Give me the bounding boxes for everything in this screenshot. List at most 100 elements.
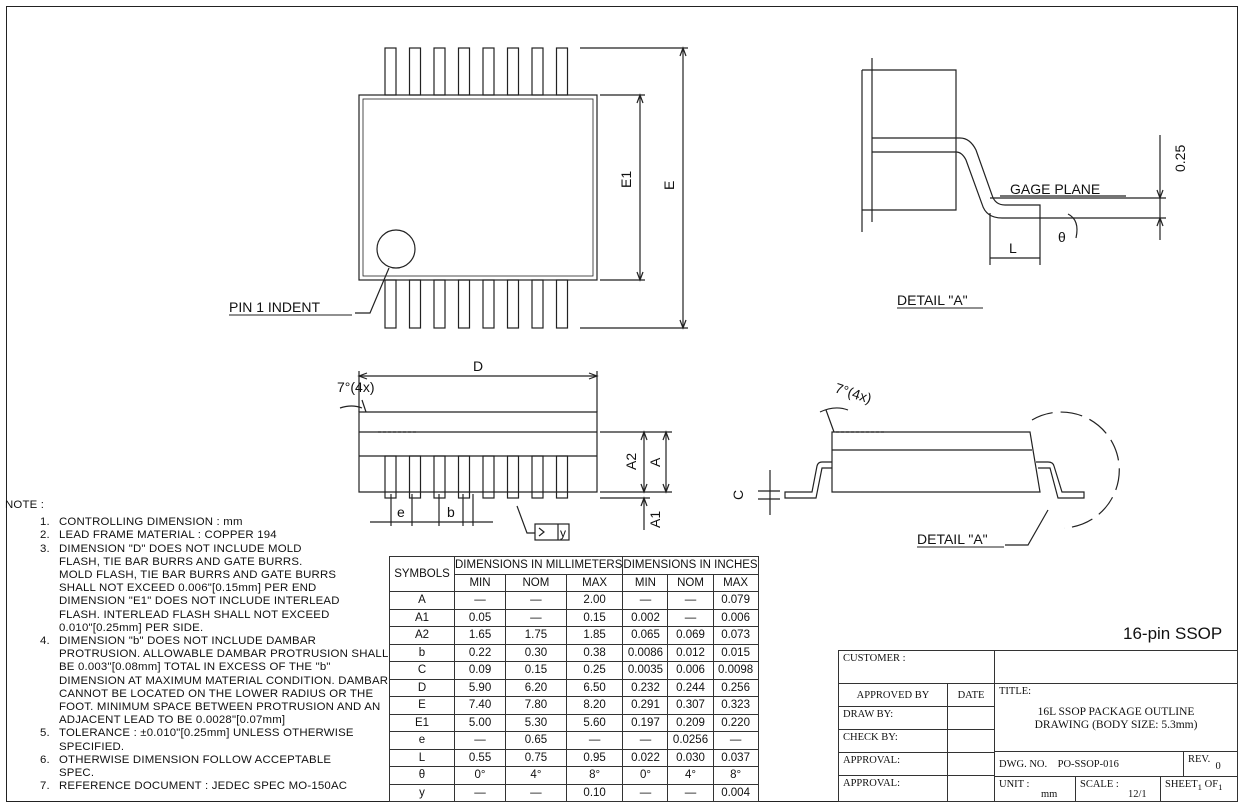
approval-cell-2: APPROVAL: <box>838 775 948 802</box>
detail-a-title: DETAIL "A" <box>897 292 968 308</box>
value-cell: — <box>712 731 759 750</box>
dim-A1-label: A1 <box>647 511 663 528</box>
value-cell: 0.232 <box>622 678 669 697</box>
value-cell: 7.80 <box>505 696 567 715</box>
rev-cell: REV. 0 <box>1183 751 1238 777</box>
drawing-frame <box>6 6 1238 802</box>
value-cell: 8° <box>565 766 624 785</box>
angle-right-label: 7°(4x) <box>833 380 874 407</box>
check-by-cell: CHECK BY: <box>838 729 948 753</box>
value-cell: — <box>505 608 567 627</box>
value-cell: 0.15 <box>565 608 624 627</box>
value-cell: 0.291 <box>622 696 669 715</box>
value-cell: 0° <box>622 766 669 785</box>
title-cell: TITLE: 16L SSOP PACKAGE OUTLINE DRAWING … <box>994 683 1238 752</box>
value-cell: 0.022 <box>622 748 669 767</box>
value-cell: 0.069 <box>667 626 714 645</box>
bottom-lead <box>531 279 544 329</box>
value-cell: 1.85 <box>565 626 624 645</box>
value-cell: — <box>453 783 507 802</box>
value-cell: — <box>622 783 669 802</box>
value-cell: 0.197 <box>622 713 669 732</box>
angle-left-label: 7°(4x) <box>337 379 375 395</box>
value-cell: 0.55 <box>453 748 507 767</box>
value-cell: 0.0256 <box>667 731 714 750</box>
value-cell: 0.75 <box>505 748 567 767</box>
dim-b-label: b <box>447 504 455 520</box>
title-line-1: 16L SSOP PACKAGE OUTLINE <box>1037 706 1195 718</box>
value-cell: 0.0086 <box>622 643 669 662</box>
date-cell: DATE <box>947 683 995 707</box>
top-lead <box>482 47 495 96</box>
value-cell: 5.60 <box>565 713 624 732</box>
value-cell: 0.030 <box>667 748 714 767</box>
note-item: 1.CONTROLLING DIMENSION : mm <box>40 516 243 529</box>
notes-list: 1.CONTROLLING DIMENSION : mm 2.LEAD FRAM… <box>5 516 395 793</box>
value-cell: 7.40 <box>453 696 507 715</box>
detail-body <box>862 69 957 211</box>
detail-lead <box>872 137 1041 219</box>
sub-header: MIN <box>453 573 507 592</box>
customer-cell: CUSTOMER : <box>838 650 995 684</box>
value-cell: 1.65 <box>453 626 507 645</box>
value-cell: 0.0035 <box>622 661 669 680</box>
package-name: 16-pin SSOP <box>1123 624 1222 643</box>
bottom-lead <box>408 279 422 329</box>
side-lead <box>408 455 422 499</box>
value-cell: 0.10 <box>565 783 624 802</box>
symbol-cell: A1 <box>389 608 455 627</box>
symbol-cell: A2 <box>389 626 455 645</box>
approval-date-cell-1 <box>947 752 995 776</box>
approval-date-cell-2 <box>947 775 995 802</box>
value-cell: 6.20 <box>505 678 567 697</box>
note-item: 5.TOLERANCE : ±0.010"[0.25mm] UNLESS OTH… <box>40 727 354 753</box>
value-cell: 2.00 <box>565 591 624 610</box>
value-cell: 0.079 <box>712 591 759 610</box>
dim-L-label: L <box>1009 240 1017 256</box>
bottom-lead <box>482 279 495 329</box>
table-row: y——0.10——0.004 <box>389 783 759 802</box>
gage-plane-label: GAGE PLANE <box>1010 181 1100 197</box>
value-cell: — <box>565 731 624 750</box>
dim-y-label: y <box>560 526 566 540</box>
top-lead <box>408 47 422 96</box>
dim-D-label: D <box>473 358 483 374</box>
end-view-body <box>831 431 1041 493</box>
draw-by-cell: DRAW BY: <box>838 706 948 730</box>
check-by-date-cell <box>947 729 995 753</box>
value-cell: — <box>453 591 507 610</box>
approved-by-cell: APPROVED BY <box>838 683 948 707</box>
symbol-cell: E <box>389 696 455 715</box>
value-cell: 8° <box>712 766 759 785</box>
value-cell: 0.073 <box>712 626 759 645</box>
top-lead <box>555 47 569 96</box>
customer-value-cell <box>994 650 1238 684</box>
sub-header: NOM <box>667 573 714 592</box>
value-cell: 0.256 <box>712 678 759 697</box>
symbol-cell: A <box>389 591 455 610</box>
symbols-header: SYMBOLS <box>389 556 455 592</box>
dwg-no-cell: DWG. NO. PO-SSOP-016 <box>994 751 1184 777</box>
value-cell: 0.002 <box>622 608 669 627</box>
value-cell: 0.0098 <box>712 661 759 680</box>
dimension-table: SYMBOLS DIMENSIONS IN MILLIMETERS DIMENS… <box>389 556 759 802</box>
scale-cell: SCALE :12/1 <box>1075 776 1161 802</box>
value-cell: 5.30 <box>505 713 567 732</box>
side-lead <box>555 455 569 499</box>
top-lead <box>457 47 471 96</box>
gage-value-label: 0.25 <box>1172 145 1188 172</box>
dwg-no-value: PO-SSOP-016 <box>1057 759 1119 770</box>
dim-e-label: e <box>397 504 405 520</box>
value-cell: 0° <box>453 766 507 785</box>
value-cell: — <box>622 591 669 610</box>
value-cell: 0.25 <box>565 661 624 680</box>
table-row: e—0.65——0.0256— <box>389 731 759 750</box>
value-cell: — <box>667 783 714 802</box>
value-cell: — <box>505 591 567 610</box>
dim-A-label: A <box>647 457 663 467</box>
notes-section: NOTE : 1.CONTROLLING DIMENSION : mm 2.LE… <box>5 499 395 793</box>
value-cell: 0.220 <box>712 713 759 732</box>
